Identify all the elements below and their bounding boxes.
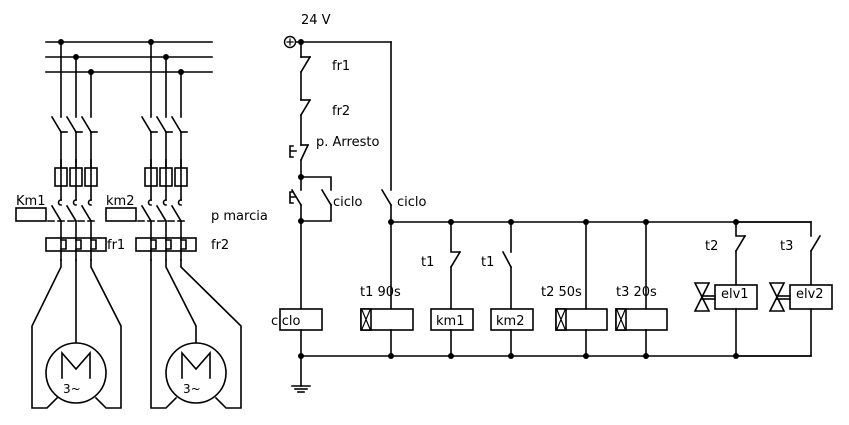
junction-dot (508, 353, 514, 359)
contactor-km1-label: Km1 (16, 194, 45, 209)
valve-elv1: t2 elv1 (693, 219, 758, 359)
contact-ciclo-no (380, 188, 393, 207)
contactor-km2-coil (105, 207, 137, 222)
valve-icon (768, 282, 791, 312)
stop-button-label: p. Arresto (316, 135, 379, 150)
disconnect-switch-1 (50, 115, 98, 134)
valve-icon (693, 282, 716, 312)
supply-voltage-label: 24 V (301, 13, 331, 28)
contact-t1-no-label: t1 (481, 255, 494, 270)
positive-terminal-icon (283, 35, 297, 49)
motor-2: 3~ (165, 342, 227, 404)
coil-km1 (430, 308, 474, 331)
contact-t1-no (501, 250, 513, 269)
hold-contact-label: ciclo (333, 195, 363, 210)
branch-km1: t1 km1 (421, 219, 474, 359)
timer-t1: t1 90s (360, 285, 414, 359)
overload-relay-fr1 (45, 237, 107, 252)
junction-dot (643, 353, 649, 359)
disconnect-switch-2 (140, 115, 188, 134)
coil-t2-label: t2 50s (541, 285, 582, 300)
coil-km2 (490, 308, 534, 331)
contactor-km2-contacts (137, 199, 188, 223)
fuses-1 (54, 159, 98, 201)
contactor-km2-label: km2 (106, 194, 134, 209)
motor-2-circle (165, 342, 227, 404)
timer-t3: t3 20s (615, 219, 668, 359)
cycle-contact-label: ciclo (397, 195, 427, 210)
coil-elv1 (714, 284, 758, 310)
contact-t3-label: t3 (780, 239, 793, 254)
contact-fr1-label: fr1 (332, 59, 350, 74)
contact-fr2-nc (299, 98, 312, 117)
timer-t2: t2 50s (541, 219, 608, 359)
contact-fr2-label: fr2 (332, 104, 350, 119)
motor-m-glyph (181, 350, 211, 379)
motor-branch-1: Km1 fr1 3~ (15, 41, 125, 409)
contactor-km1-coil (15, 207, 47, 222)
branch-km2: t1 km2 (481, 219, 534, 359)
coil-ciclo-label: ciclo (271, 314, 301, 329)
motor-1-circle (45, 342, 107, 404)
contact-t1-nc (449, 250, 462, 269)
coil-km1-label: km1 (436, 314, 464, 329)
start-button-no (289, 188, 303, 207)
coil-t1-label: t1 90s (360, 285, 401, 300)
coil-t3-label: t3 20s (616, 285, 657, 300)
junction-dot (448, 353, 454, 359)
motor-branch-2: km2 fr2 3~ (105, 41, 242, 409)
contact-t2 (734, 234, 747, 253)
power-bus (45, 39, 213, 75)
start-button-label: p marcia (211, 209, 268, 224)
motor-1: 3~ (45, 342, 107, 404)
overload-fr2-label: fr2 (211, 238, 229, 253)
contact-fr1-nc (299, 55, 312, 74)
coil-km2-label: km2 (496, 314, 524, 329)
contact-t3 (809, 234, 822, 253)
overload-relay-fr2 (135, 237, 197, 252)
motor-2-type: 3~ (183, 382, 201, 396)
contact-t2-label: t2 (705, 239, 718, 254)
stop-button-nc (289, 143, 310, 162)
safety-chain: fr1 fr2 p. Arresto ciclo (271, 41, 379, 393)
coil-elv2-label: elv2 (796, 287, 824, 302)
contactor-km1-contacts (47, 199, 98, 223)
motor-m-glyph (61, 350, 91, 379)
junction-dot (388, 353, 394, 359)
overload-fr1-label: fr1 (107, 238, 125, 253)
fuses-2 (144, 159, 188, 201)
junction-dot (583, 353, 589, 359)
hold-contact-ciclo (300, 176, 333, 222)
motor-1-type: 3~ (63, 382, 81, 396)
coil-elv1-label: elv1 (721, 287, 749, 302)
contact-t1-nc-label: t1 (421, 255, 434, 270)
valve-elv2: t3 elv2 (735, 221, 833, 357)
ground-icon (291, 385, 311, 393)
